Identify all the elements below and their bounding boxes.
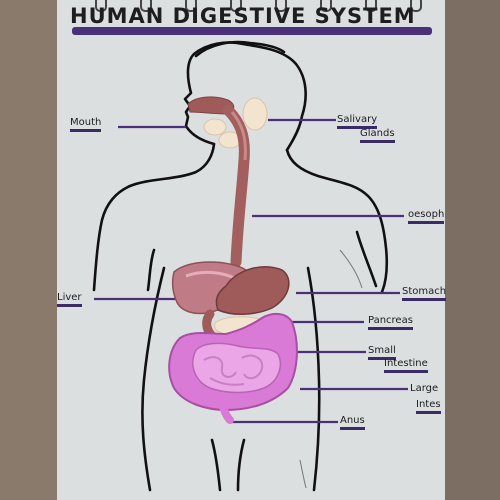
poster-sheet (57, 0, 445, 500)
leg-left (141, 266, 166, 492)
neck-shoulder-left (92, 142, 216, 292)
page-title: HUMAN DIGESTIVE SYSTEM (70, 4, 416, 28)
salivary-gland (242, 97, 268, 131)
small-intestine-coils (203, 354, 264, 386)
leg-inner-right (236, 438, 246, 492)
spiral-ring (320, 0, 332, 12)
title-underline (72, 27, 432, 35)
label-large-1: Large (410, 383, 439, 394)
spiral-ring (140, 0, 152, 12)
oesophagus-highlight (230, 111, 247, 161)
leg-inner-left (210, 438, 222, 492)
spiral-ring (275, 0, 287, 12)
label-stomach: Stomach (402, 286, 447, 301)
label-large-2: Intes (416, 399, 441, 414)
salivary-gland (203, 118, 227, 136)
leg-right (306, 266, 321, 492)
label-liver: Liver (57, 292, 82, 307)
liver-highlight (185, 270, 235, 280)
hair-outline (194, 40, 286, 58)
label-salivary-2: Glands (360, 128, 395, 143)
label-anus: Anus (340, 415, 365, 430)
label-mouth: Mouth (70, 117, 102, 132)
stomach-clay (215, 266, 290, 315)
spiral-ring (365, 0, 377, 12)
spiral-ring (230, 0, 242, 12)
arm-left-inner (146, 248, 156, 292)
label-salivary-1: Salivary (337, 114, 378, 129)
spiral-ring (410, 0, 422, 12)
rectum-clay (218, 400, 234, 424)
label-small-2: Intestine (384, 358, 428, 373)
label-pancreas: Pancreas (368, 315, 413, 330)
shoulder-right (285, 148, 389, 294)
spiral-ring (185, 0, 197, 12)
background-right (445, 0, 500, 500)
label-oesophagus: oesoph (408, 209, 445, 224)
label-small-1: Small (368, 345, 396, 360)
background-left (0, 0, 57, 500)
spiral-ring (95, 0, 107, 12)
leg-sketch (299, 459, 307, 489)
arm-sketch (339, 249, 363, 289)
arm-right-inner (355, 230, 378, 288)
